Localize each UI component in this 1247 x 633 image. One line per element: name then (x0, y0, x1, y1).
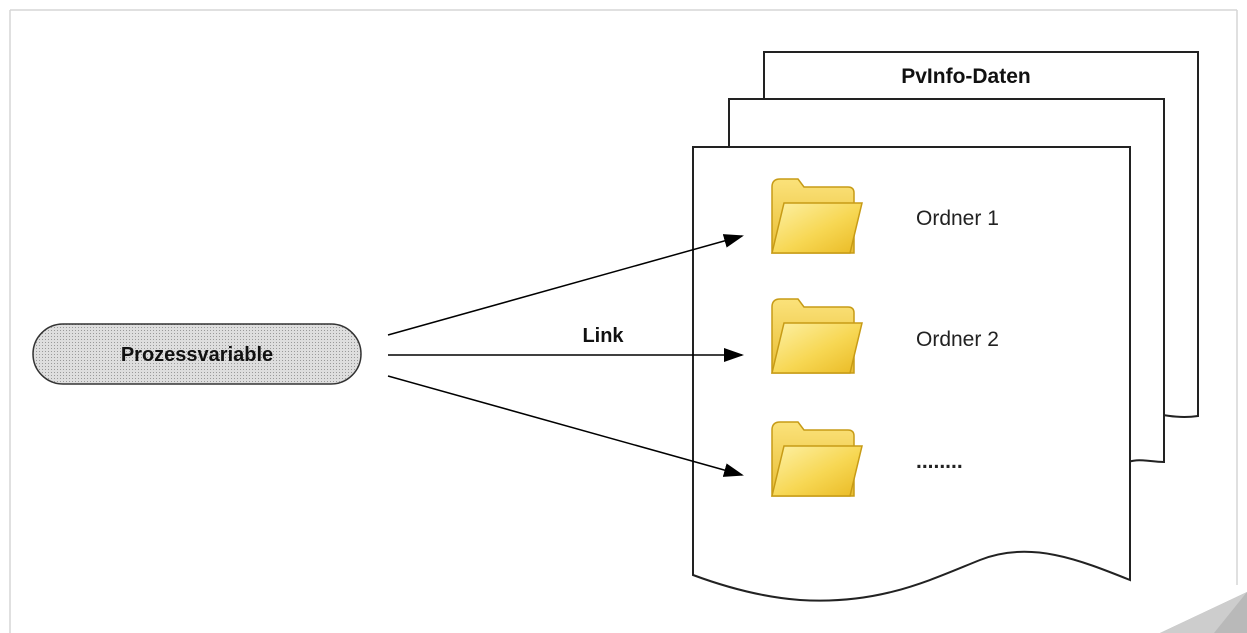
doc-page-front (692, 146, 1131, 602)
folder-label-3: ........ (916, 450, 963, 473)
frame-border (9, 9, 1238, 633)
folder-icon (771, 178, 863, 254)
link-arrow-3 (387, 375, 744, 477)
link-label: Link (582, 325, 624, 347)
folder-label-2: Ordner 2 (916, 328, 999, 351)
process-variable-node (32, 323, 362, 385)
link-arrow-1 (387, 234, 744, 336)
folder-icon (771, 298, 863, 374)
page-curl-shadow (1160, 592, 1247, 633)
doc-stack-title: PvInfo-Daten (901, 65, 1031, 88)
folder-label-1: Ordner 1 (916, 207, 999, 230)
document-stack (692, 51, 1199, 602)
folder-icon (771, 421, 863, 497)
process-variable-label: Prozessvariable (121, 344, 273, 366)
